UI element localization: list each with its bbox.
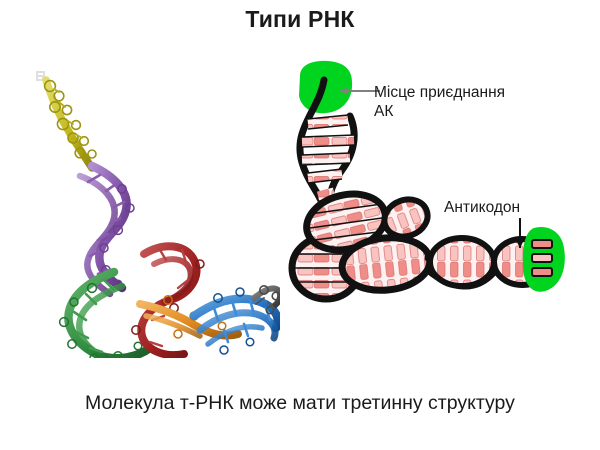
anticodon-stem-segment	[189, 287, 280, 355]
slide-caption: Молекула т-РНК може мати третинну структ…	[85, 392, 515, 414]
d-arm-segment	[58, 267, 155, 358]
acceptor-site-leader-line	[340, 87, 380, 95]
anticodon-leader-line	[516, 218, 524, 248]
acceptor-site-label: Місце приєднання АК	[374, 84, 506, 121]
acceptor-tail-segment	[42, 76, 97, 172]
anticodon-label: Антикодон	[444, 199, 521, 216]
trna-secondary-structure-figure	[288, 60, 565, 303]
trna-tertiary-structure-figure	[36, 71, 280, 358]
terminus-segment	[251, 285, 280, 315]
page-title: Типи РНК	[245, 6, 355, 32]
model-corner-mark	[36, 71, 45, 81]
anticodon-bases	[531, 239, 553, 277]
variable-loop-segment	[131, 242, 205, 358]
variable-loop	[381, 196, 431, 240]
